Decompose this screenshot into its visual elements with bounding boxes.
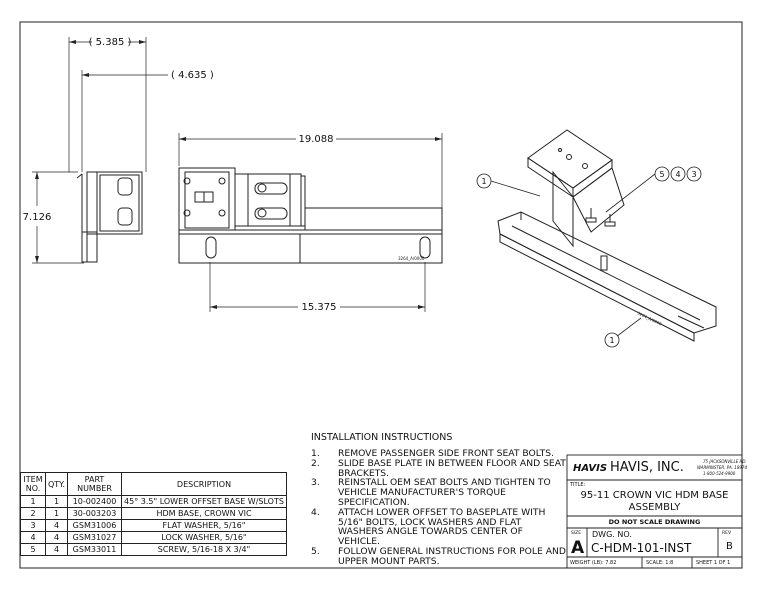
bom-header: QTY. bbox=[45, 472, 68, 496]
bom-cell: 4 bbox=[45, 543, 68, 556]
bom-row: 5 4 GSM33011 SCREW, 5/16-18 X 3/4" bbox=[20, 543, 287, 556]
balloon-1-top: 1 bbox=[476, 173, 492, 189]
bom-row: 1 1 10-002400 45° 3.5" LOWER OFFSET BASE… bbox=[20, 495, 287, 508]
size-value: A bbox=[571, 538, 585, 558]
dim-15375: 15.375 bbox=[302, 302, 337, 313]
rev-label: REV bbox=[722, 531, 732, 536]
svg-text:3: 3 bbox=[691, 170, 696, 179]
bom-cell: 1 bbox=[20, 495, 46, 508]
bom-cell: GSM33011 bbox=[67, 543, 122, 556]
bom-cell: SCREW, 5/16-18 X 3/4" bbox=[121, 543, 287, 556]
bom-cell: 4 bbox=[20, 531, 46, 544]
bom-cell: LOCK WASHER, 5/16" bbox=[121, 531, 287, 544]
side-view bbox=[76, 171, 143, 263]
company-name: HAVIS, INC. bbox=[610, 460, 684, 475]
company-address-line: 75 JACKSONVILLE RD. bbox=[703, 459, 747, 464]
bom-header: ITEM NO. bbox=[20, 472, 46, 496]
bom-cell: 4 bbox=[45, 531, 68, 544]
svg-text:4: 4 bbox=[675, 170, 680, 179]
plate-mark-label: 3264_A/0000 bbox=[398, 256, 425, 261]
bom-cell: 1 bbox=[45, 507, 68, 520]
havis-logo: HAVIS bbox=[573, 463, 608, 474]
dimension-arrows bbox=[35, 40, 442, 309]
company-address-line: 1-800-524-9900 bbox=[703, 471, 736, 476]
isometric-view bbox=[497, 129, 717, 342]
bom-row: 4 4 GSM31027 LOCK WASHER, 5/16" bbox=[20, 531, 287, 544]
scale-info: SCALE: 1:8 bbox=[646, 560, 674, 566]
svg-text:5: 5 bbox=[659, 170, 664, 179]
dim-19088: 19.088 bbox=[299, 134, 334, 145]
instructions-list: 1.REMOVE PASSENGER SIDE FRONT SEAT BOLTS… bbox=[311, 449, 567, 567]
title-label: TITLE: bbox=[570, 482, 586, 488]
dwg-no-value: C-HDM-101-INST bbox=[591, 541, 692, 555]
instruction-step: 2.SLIDE BASE PLATE IN BETWEEN FLOOR AND … bbox=[311, 457, 566, 479]
bom-row: 3 4 GSM31006 FLAT WASHER, 5/16" bbox=[20, 519, 287, 532]
bom-cell: GSM31006 bbox=[67, 519, 122, 532]
sheet-info: SHEET 1 OF 1 bbox=[696, 560, 731, 566]
bom-cell: HDM BASE, CROWN VIC bbox=[121, 507, 287, 520]
dim-5385: ( 5.385 ) bbox=[89, 37, 132, 48]
instruction-step: 3.REINSTALL OEM SEAT BOLTS AND TIGHTEN T… bbox=[311, 477, 551, 508]
front-view bbox=[178, 167, 443, 264]
instruction-step: 4.ATTACH LOWER OFFSET TO BASEPLATE WITH … bbox=[311, 506, 546, 548]
bom-cell: 2 bbox=[20, 507, 46, 520]
bom-header: PART NUMBER bbox=[67, 472, 122, 496]
dimension-lines bbox=[32, 37, 443, 312]
svg-text:1: 1 bbox=[481, 177, 486, 186]
bom-cell: 4 bbox=[45, 519, 68, 532]
bom-cell: 45° 3.5" LOWER OFFSET BASE W/SLOTS bbox=[121, 495, 287, 508]
company-address-line: WARMINSTER, PA. 18974 bbox=[697, 465, 748, 470]
bom-cell: 1 bbox=[45, 495, 68, 508]
bom-cell: 3 bbox=[20, 519, 46, 532]
do-not-scale-note: DO NOT SCALE DRAWING bbox=[608, 518, 701, 526]
bill-of-materials: ITEM NO. QTY. PART NUMBER DESCRIPTION 1 … bbox=[20, 472, 287, 556]
bom-header-row: ITEM NO. QTY. PART NUMBER DESCRIPTION bbox=[20, 472, 287, 496]
balloon-stack-5-4-3: 5 4 3 bbox=[654, 166, 702, 182]
bom-cell: GSM31027 bbox=[67, 531, 122, 544]
drawing-title-line2: ASSEMBLY bbox=[628, 502, 681, 513]
dim-7126: 7.126 bbox=[23, 212, 52, 223]
dim-4635: ( 4.635 ) bbox=[171, 70, 214, 81]
rev-value: B bbox=[726, 541, 733, 552]
instruction-step: 1.REMOVE PASSENGER SIDE FRONT SEAT BOLTS… bbox=[311, 448, 554, 459]
drawing-title-line1: 95-11 CROWN VIC HDM BASE bbox=[580, 490, 729, 501]
weight-info: WEIGHT (LB): 7.82 bbox=[570, 560, 617, 566]
bom-cell: 30-003203 bbox=[67, 507, 122, 520]
instructions-title: INSTALLATION INSTRUCTIONS bbox=[311, 432, 453, 443]
bom-cell: 5 bbox=[20, 543, 46, 556]
dwg-no-label: DWG. NO. bbox=[592, 530, 632, 539]
bom-row: 2 1 30-003203 HDM BASE, CROWN VIC bbox=[20, 507, 287, 520]
bom-cell: 10-002400 bbox=[67, 495, 122, 508]
bom-cell: FLAT WASHER, 5/16" bbox=[121, 519, 287, 532]
title-block-frame bbox=[566, 454, 743, 569]
svg-text:1: 1 bbox=[609, 336, 614, 345]
instruction-step: 5.FOLLOW GENERAL INSTRUCTIONS FOR POLE A… bbox=[311, 545, 566, 567]
size-label: SIZE bbox=[571, 531, 582, 536]
balloon-1-bottom: 1 bbox=[604, 332, 620, 348]
bom-header: DESCRIPTION bbox=[121, 472, 287, 496]
sheet-border bbox=[19, 21, 743, 569]
